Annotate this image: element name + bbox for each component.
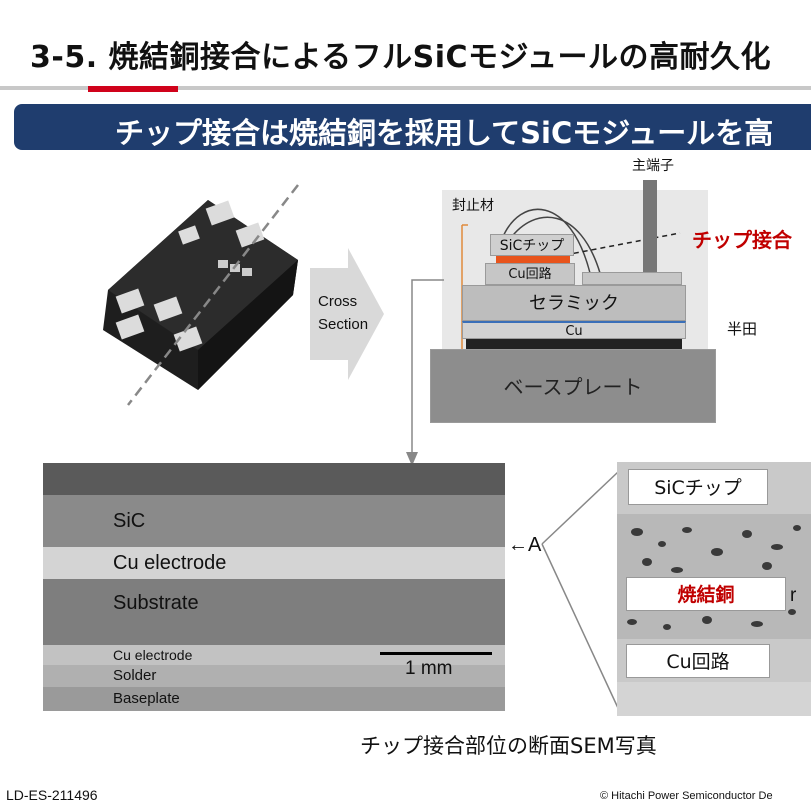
sem-layer-sic: SiC: [43, 495, 505, 547]
zoom-sinter-copper-label: 焼結銅: [626, 577, 786, 611]
sem-caption: チップ接合部位の断面SEM写真: [360, 734, 657, 758]
connector-arrow: [406, 279, 444, 466]
zoom-sic-chip-label: SiCチップ: [628, 469, 768, 505]
sem-layer-substrate: Substrate: [43, 579, 505, 645]
zoom-edge-char: r: [790, 585, 797, 606]
sem-layer-baseplate: Baseplate: [43, 687, 505, 711]
page-title: 3-5. 焼結銅接合によるフルSiCモジュールの高耐久化: [30, 40, 771, 75]
subtitle-text: チップ接合は焼結銅を採用してSiCモジュールを高: [115, 116, 774, 150]
document-id: LD-ES-211496: [6, 787, 98, 803]
sem-layer-solder: Solder: [43, 665, 505, 687]
sem-layer-cu-electrode: Cu electrode: [43, 547, 505, 579]
terminal-label: 主端子: [632, 158, 674, 174]
title-divider: [0, 86, 811, 90]
baseplate-layer: ベースプレート: [430, 349, 716, 423]
subtitle-banner: [14, 104, 811, 150]
copyright: © Hitachi Power Semiconductor De: [600, 790, 773, 802]
seal-label: 封止材: [452, 198, 494, 214]
cross-section-arrow-icon: [310, 248, 384, 380]
cross-section-label: Cross Section: [318, 293, 369, 333]
zoom-cu-circuit-label: Cu回路: [626, 644, 770, 678]
title-accent-bar: [88, 86, 178, 92]
cu-circuit-layer: Cu回路: [485, 263, 575, 285]
main-terminal: [643, 180, 657, 280]
cu-circuit-right: [582, 272, 682, 285]
power-module-photo: [103, 184, 299, 406]
solder-label: 半田: [727, 320, 758, 338]
cu-layer: Cu: [462, 321, 686, 339]
scale-bar: [380, 652, 492, 655]
sem-layer-cu-electrode-2: Cu electrode: [43, 645, 505, 665]
sic-chip-layer: SiCチップ: [490, 234, 574, 256]
zoom-lines: [541, 471, 619, 709]
scale-label: 1 mm: [405, 658, 453, 679]
marker-a-label: ←A: [508, 534, 542, 556]
ceramic-layer: セラミック: [462, 285, 686, 321]
solder-layer: [466, 339, 682, 349]
chip-bond-label: チップ接合: [692, 228, 792, 252]
sem-cross-section-image: SiC Cu electrode Substrate Cu electrode …: [43, 463, 505, 711]
sinter-copper-layer: [496, 256, 570, 263]
